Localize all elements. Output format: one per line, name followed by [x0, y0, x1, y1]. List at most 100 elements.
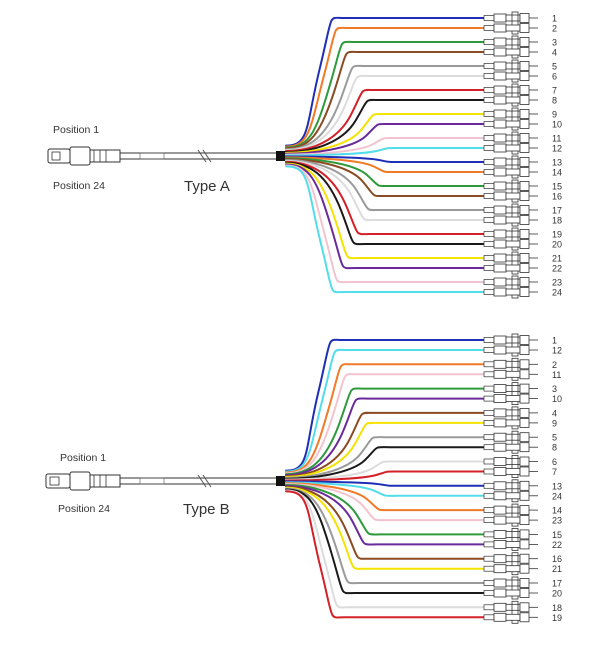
- panel-a-lc-connector-14: [483, 167, 538, 177]
- panel-b-lc-connector-6: [483, 456, 538, 467]
- panel-a-fiber-label: 2: [552, 24, 557, 34]
- panel-a: Position 1 Position 24 Type A 1234567891…: [47, 11, 562, 299]
- panel-a-trunk-cable: [120, 149, 286, 163]
- panel-a-fiber-3: [285, 40, 485, 149]
- panel-b-lc-connector-8: [483, 442, 538, 453]
- panel-a-duplex-clip: [511, 107, 519, 131]
- panel-a-fiber-label: 9: [552, 110, 557, 120]
- panel-b-trunk-cable: [120, 474, 286, 488]
- panel-a-lc-connector-4: [483, 47, 538, 57]
- panel-a-duplex-clip: [511, 155, 519, 179]
- panel-b-fiber-label: 22: [552, 540, 562, 550]
- panel-a-fiber-label: 6: [552, 72, 557, 82]
- panel-b-duplex-clip: [511, 406, 519, 430]
- panel-a-position-1-label: Position 1: [53, 124, 99, 136]
- panel-a-duplex-clip: [511, 203, 519, 227]
- panel-a-fiber-16: [285, 158, 485, 198]
- panel-b-fiber-11: [285, 373, 485, 475]
- panel-b-lc-connector-21: [483, 563, 538, 574]
- panel-a-lc-connector-7: [483, 85, 538, 95]
- panel-b-lc-connector-4: [483, 407, 538, 418]
- panel-b-duplex-clip: [511, 552, 519, 576]
- panel-b-fiber-label: 1: [552, 336, 557, 346]
- panel-a-fiber-11: [285, 136, 485, 156]
- panel-b-lc-connector-1: [483, 335, 538, 345]
- panel-a-lc-connector-13: [483, 157, 538, 167]
- panel-b-fiber-1: [285, 338, 485, 472]
- panel-a-fiber-label: 22: [552, 264, 562, 274]
- panel-b-fiber-label: 20: [552, 589, 562, 599]
- panel-a-fiber-12: [285, 146, 485, 157]
- panel-b-lc-connector-10: [483, 393, 538, 404]
- panel-b-fiber-label: 2: [552, 360, 557, 370]
- panel-b-duplex-clip: [511, 382, 519, 406]
- panel-a-fiber-label: 21: [552, 254, 562, 264]
- panel-a-fiber-7: [285, 88, 485, 153]
- panel-a-lc-connector-22: [483, 263, 538, 273]
- panel-b-fiber-14: [285, 482, 485, 512]
- panel-a-fiber-8: [285, 98, 485, 153]
- panel-a-lc-connector-1: [483, 13, 538, 23]
- panel-b-mpo-connector: [45, 471, 121, 491]
- panel-b-fiber-label: 17: [552, 579, 562, 589]
- panel-b-fiber-6: [285, 460, 485, 481]
- panel-b-lc-connector-23: [483, 515, 538, 525]
- panel-a-duplex-clip: [511, 275, 519, 299]
- panel-b-duplex-clip: [511, 528, 519, 551]
- panel-a-duplex-clip: [511, 35, 519, 59]
- panel-a-fiber-24: [285, 165, 485, 294]
- panel-a-fiber-label: 19: [552, 230, 562, 240]
- panel-b-fiber-label: 7: [552, 467, 557, 477]
- panel-b-duplex-clip: [511, 430, 519, 454]
- panel-b-fiber-label: 3: [552, 384, 557, 394]
- panel-a-fiber-4: [285, 50, 485, 150]
- panel-b-fiber-label: 14: [552, 506, 562, 516]
- panel-a-fiber-2: [285, 26, 485, 148]
- panel-b-fiber-label: 18: [552, 603, 562, 613]
- panel-a-fiber-6: [285, 74, 485, 152]
- panel-b-fiber-24: [285, 481, 485, 497]
- panel-a-position-24-label: Position 24: [53, 180, 105, 192]
- panel-a-fiber-1: [285, 16, 485, 147]
- panel-b-lc-connector-15: [483, 529, 538, 540]
- panel-a-fiber-label: 8: [552, 96, 557, 106]
- panel-b-duplex-clip: [511, 357, 519, 381]
- panel-b-fiber-label: 8: [552, 443, 557, 453]
- panel-a-lc-connectors: [483, 11, 538, 299]
- panel-b-lc-connector-20: [483, 588, 538, 598]
- panel-b-fiber-15: [285, 484, 485, 536]
- panel-a-type-label: Type A: [184, 178, 230, 195]
- panel-b-fiber-label: 24: [552, 491, 562, 501]
- panel-b-lc-connector-12: [483, 345, 538, 355]
- panel-a-lc-connector-3: [483, 37, 538, 47]
- panel-b-fiber-label: 19: [552, 613, 562, 623]
- panel-b-lc-connectors: [483, 333, 538, 624]
- panel-a-duplex-clip: [511, 11, 519, 35]
- panel-b-fiber-5: [285, 436, 485, 479]
- panel-b-fiber-13: [285, 480, 485, 487]
- panel-a-fiber-22: [285, 163, 485, 270]
- panel-b-duplex-clip: [511, 455, 519, 478]
- panel-a-fiber-18: [285, 159, 485, 222]
- panel-b: Position 1 Position 24 Type B 1122113104…: [45, 333, 562, 624]
- panel-b-fiber-18: [285, 489, 485, 609]
- panel-a-lc-connector-20: [483, 239, 538, 249]
- panel-b-fiber-label: 11: [552, 370, 561, 380]
- panel-b-lc-connector-17: [483, 578, 538, 588]
- panel-a-fiber-5: [285, 64, 485, 151]
- panel-b-duplex-clip: [511, 576, 519, 600]
- panel-b-fiber-label: 9: [552, 418, 557, 428]
- panel-b-fiber-19: [285, 490, 485, 619]
- panel-b-fiber-label: 21: [552, 564, 562, 574]
- panel-b-fiber-12: [285, 348, 485, 473]
- panel-b-lc-connector-24: [483, 490, 538, 501]
- panel-b-type-label: Type B: [183, 501, 230, 518]
- panel-b-lc-connector-2: [483, 359, 538, 370]
- panel-a-lc-connector-17: [483, 205, 538, 215]
- panel-b-fiber-label: 12: [552, 346, 562, 356]
- panel-a-duplex-clip: [511, 179, 519, 203]
- panel-a-mpo-connector: [47, 146, 121, 166]
- panel-a-lc-connector-19: [483, 229, 538, 239]
